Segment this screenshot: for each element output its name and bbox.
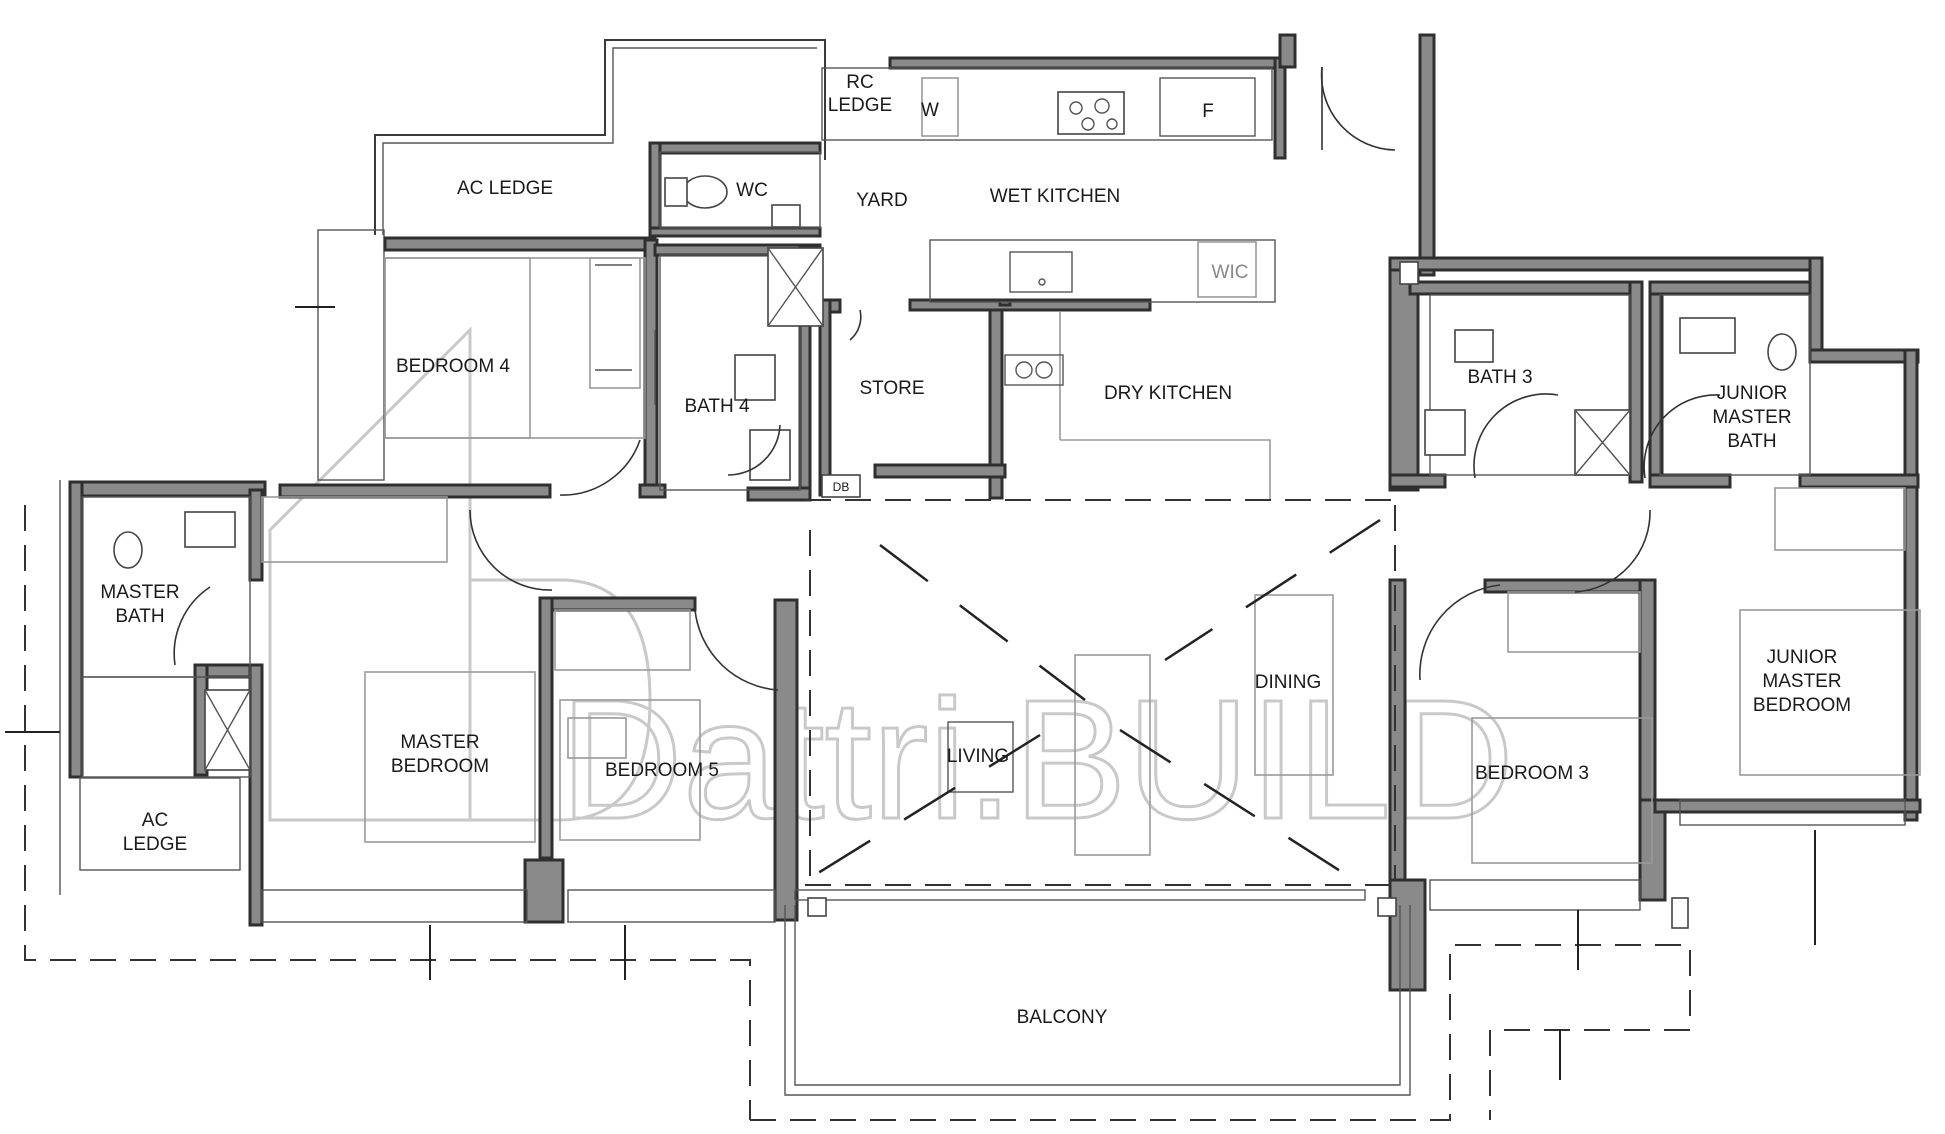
- label-f: F: [1202, 101, 1214, 122]
- label-bedroom-5: BEDROOM 5: [605, 760, 719, 781]
- label-bath-4: BATH 4: [684, 396, 750, 417]
- label-jr-master-bath-3: BATH: [1727, 431, 1776, 452]
- arrows: [5, 306, 1816, 1080]
- fixtures: [113, 175, 1921, 864]
- label-wet-kitchen: WET KITCHEN: [990, 186, 1121, 207]
- watermark: Dattri.BUILD: [268, 326, 1516, 857]
- open-area-lines: [805, 499, 1396, 892]
- label-bath-3: BATH 3: [1467, 367, 1532, 388]
- ac-ledge-top-outline: [317, 39, 826, 481]
- label-w: W: [921, 100, 939, 121]
- label-jr-master-bedroom-3: BEDROOM: [1753, 695, 1851, 716]
- label-ledge: LEDGE: [828, 95, 892, 116]
- label-store: STORE: [859, 378, 924, 399]
- inner-lines: [79, 67, 1906, 1096]
- label-master-bedroom-1: MASTER: [400, 732, 479, 753]
- label-master-bath-1: MASTER: [100, 582, 179, 603]
- label-jr-master-bedroom-2: MASTER: [1762, 671, 1841, 692]
- label-balcony: BALCONY: [1017, 1007, 1108, 1028]
- watermark-text: Dattri.BUILD: [560, 665, 1514, 855]
- label-dining: DINING: [1255, 672, 1322, 693]
- label-master-bedroom-2: BEDROOM: [391, 756, 489, 777]
- label-ac-ledge-left-1: AC: [142, 810, 168, 831]
- label-wc: WC: [736, 180, 768, 201]
- label-rc: RC: [846, 72, 873, 93]
- label-jr-master-bath-1: JUNIOR: [1717, 383, 1788, 404]
- label-jr-master-bedroom-1: JUNIOR: [1767, 647, 1838, 668]
- label-ac-ledge-top: AC LEDGE: [457, 178, 553, 199]
- boundary-lines: [24, 480, 1691, 1121]
- label-wic: WIC: [1212, 262, 1249, 283]
- label-yard: YARD: [856, 190, 907, 211]
- label-bedroom-4: BEDROOM 4: [396, 356, 510, 377]
- label-bedroom-3: BEDROOM 3: [1475, 763, 1589, 784]
- label-jr-master-bath-2: MASTER: [1712, 407, 1791, 428]
- label-dry-kitchen: DRY KITCHEN: [1104, 383, 1232, 404]
- doors: [173, 66, 1721, 691]
- label-master-bath-2: BATH: [115, 606, 164, 627]
- label-db: DB: [833, 480, 850, 494]
- label-ac-ledge-left-2: LEDGE: [123, 834, 187, 855]
- room-labels: RC LEDGE W F AC LEDGE WC YARD WET KITCHE…: [100, 72, 1851, 1028]
- label-living: LIVING: [947, 746, 1009, 767]
